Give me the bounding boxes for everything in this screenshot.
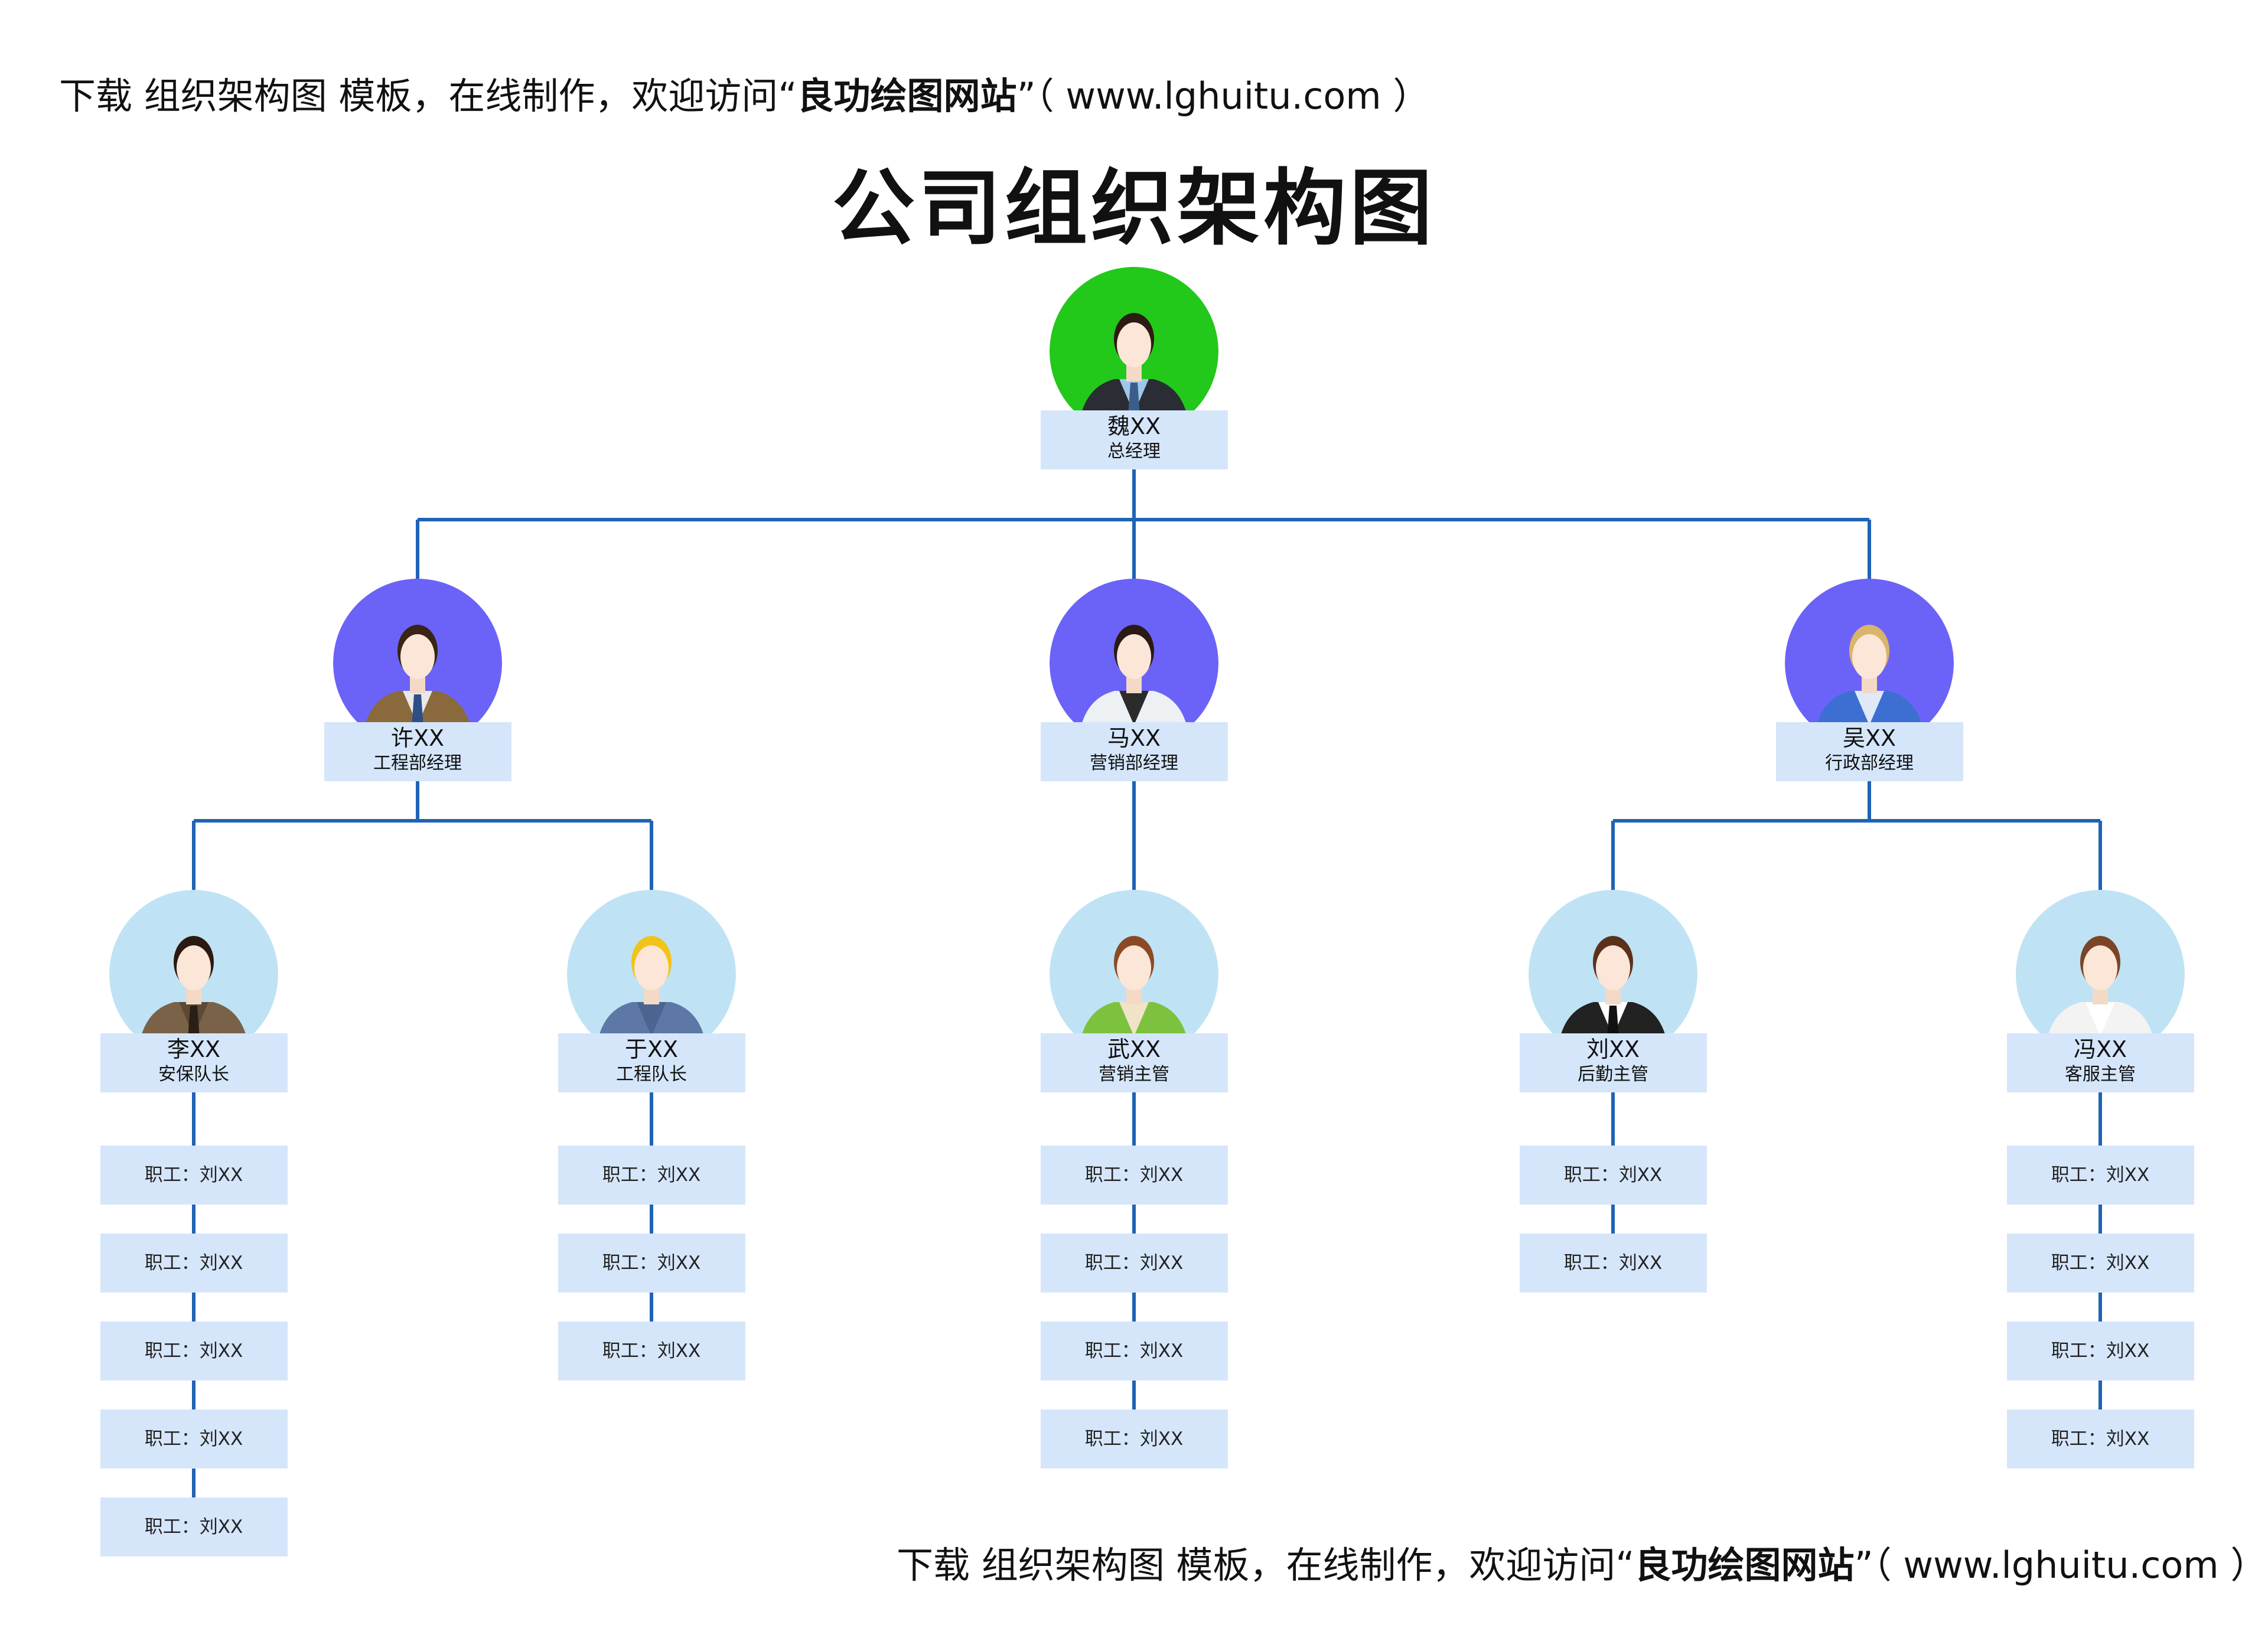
staff-card[interactable]: 职工：刘XX <box>100 1409 288 1469</box>
person-role: 工程部经理 <box>373 753 462 774</box>
banner-prefix: 下载 组织架构图 模板，在线制作，欢迎访问“ <box>59 74 797 118</box>
staff-card[interactable]: 职工：刘XX <box>558 1234 745 1293</box>
person-name: 许XX <box>390 725 445 751</box>
staff-card[interactable]: 职工：刘XX <box>100 1322 288 1381</box>
person-name: 冯XX <box>2073 1036 2127 1062</box>
banner-suffix[interactable]: ”（ www.lghuitu.com ） <box>1016 74 1430 118</box>
staff-card[interactable]: 职工：刘XX <box>1040 1322 1228 1381</box>
person-name: 吴XX <box>1842 725 1896 751</box>
staff-card[interactable]: 职工：刘XX <box>100 1497 288 1557</box>
banner-suffix[interactable]: ”（ www.lghuitu.com ） <box>1854 1544 2267 1587</box>
person-role: 客服主管 <box>2065 1064 2136 1085</box>
staff-card[interactable]: 职工：刘XX <box>2006 1146 2194 1205</box>
top-banner: 下载 组织架构图 模板，在线制作，欢迎访问“良功绘图网站”（ www.lghui… <box>59 66 1429 119</box>
person-name: 于XX <box>624 1036 679 1062</box>
person-role: 工程队长 <box>616 1064 687 1085</box>
person-role: 营销部经理 <box>1090 753 1178 774</box>
person-name: 武XX <box>1107 1036 1161 1062</box>
staff-card[interactable]: 职工：刘XX <box>2006 1322 2194 1381</box>
person-role: 营销主管 <box>1099 1064 1169 1085</box>
person-role: 后勤主管 <box>1578 1064 1648 1085</box>
staff-card[interactable]: 职工：刘XX <box>1040 1409 1228 1469</box>
staff-card[interactable]: 职工：刘XX <box>558 1146 745 1205</box>
staff-card[interactable]: 职工：刘XX <box>558 1322 745 1381</box>
person-name: 马XX <box>1107 725 1161 751</box>
person-role: 总经理 <box>1107 441 1161 462</box>
person-role: 安保队长 <box>158 1064 229 1085</box>
page-title: 公司组织架构图 <box>832 161 1436 257</box>
staff-card[interactable]: 职工：刘XX <box>1519 1146 1707 1205</box>
staff-card[interactable]: 职工：刘XX <box>1040 1234 1228 1293</box>
banner-brand[interactable]: 良功绘图网站 <box>1634 1544 1855 1587</box>
staff-card[interactable]: 职工：刘XX <box>1040 1146 1228 1205</box>
person-role: 行政部经理 <box>1825 753 1914 774</box>
banner-prefix: 下载 组织架构图 模板，在线制作，欢迎访问“ <box>897 1544 1635 1587</box>
call-center-agent-icon <box>2016 890 2185 1059</box>
person-name: 魏XX <box>1107 413 1161 439</box>
businesswoman-blue-suit-icon <box>1785 579 1954 748</box>
bottom-banner: 下载 组织架构图 模板，在线制作，欢迎访问“良功绘图网站”（ www.lghui… <box>897 1535 2267 1588</box>
staff-card[interactable]: 职工：刘XX <box>2006 1409 2194 1469</box>
person-name: 刘XX <box>1586 1036 1640 1062</box>
banner-brand[interactable]: 良功绘图网站 <box>797 74 1017 118</box>
staff-card[interactable]: 职工：刘XX <box>2006 1234 2194 1293</box>
staff-card[interactable]: 职工：刘XX <box>100 1234 288 1293</box>
staff-card[interactable]: 职工：刘XX <box>1519 1234 1707 1293</box>
staff-card[interactable]: 职工：刘XX <box>100 1146 288 1205</box>
person-name: 李XX <box>167 1036 221 1062</box>
